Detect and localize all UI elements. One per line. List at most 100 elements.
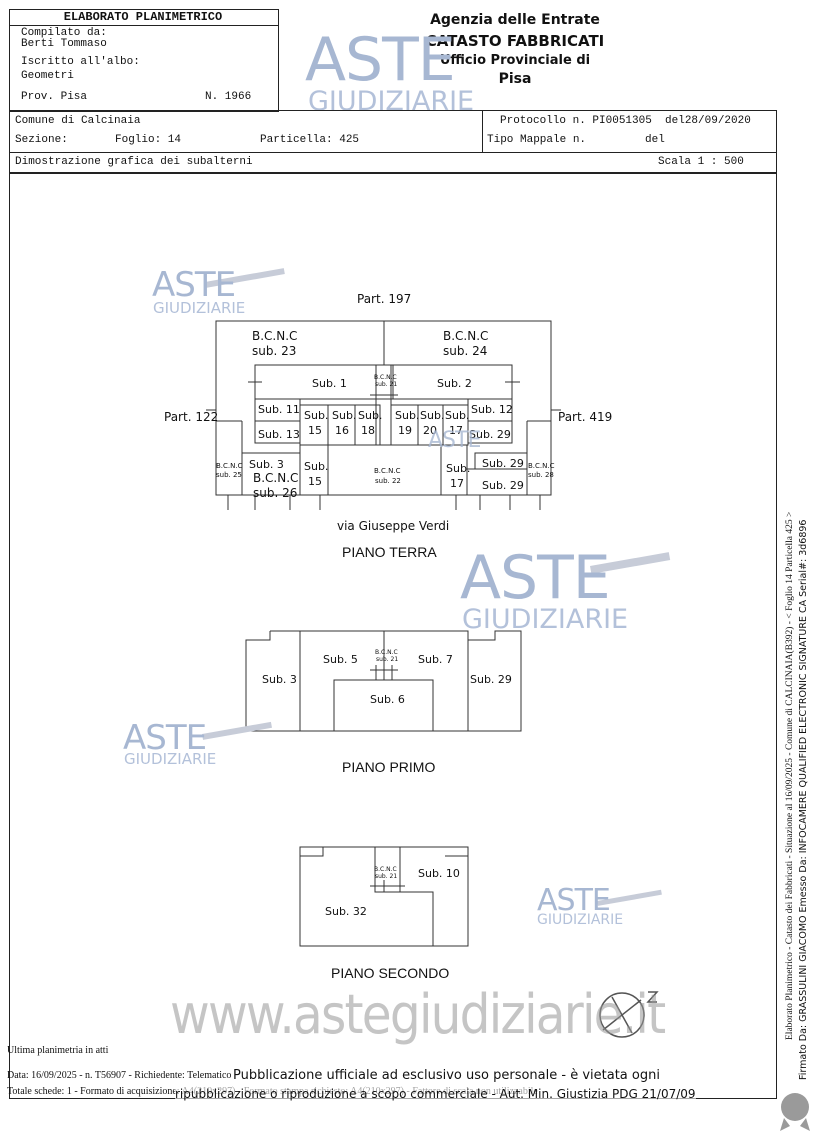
pt-sub-23: sub. 23	[252, 344, 297, 358]
pt-part-right: Part. 419	[558, 410, 613, 424]
pt-sub-1: Sub. 1	[312, 377, 347, 390]
watermark-giudiziarie-1: GIUDIZIARIE	[153, 299, 246, 317]
north-arrow	[599, 991, 659, 1038]
pt-sub-16-label: Sub.	[332, 409, 357, 422]
pt-sub-20-num: 20	[423, 424, 437, 437]
watermark-giudiziarie-3: GIUDIZIARIE	[462, 604, 629, 635]
seal-icon	[780, 1093, 810, 1131]
pt-sub-20-label: Sub.	[420, 409, 445, 422]
pt-sub-28: sub. 28	[528, 471, 554, 479]
pt-part-top: Part. 197	[357, 292, 412, 306]
footer-ultima: Ultima planimetria in atti	[7, 1045, 109, 1056]
pt-sub-2: Sub. 2	[437, 377, 472, 390]
scala-value: Scala 1 : 500	[658, 156, 744, 168]
pt-sub-15b-label: Sub.	[304, 460, 329, 473]
pp-sub-3: Sub. 3	[262, 673, 297, 686]
pt-sub-29-b: Sub. 29	[482, 457, 524, 470]
agency-line3: Ufficio Provinciale di	[439, 53, 591, 68]
pt-sub-29-a: Sub. 29	[469, 428, 511, 441]
pt-sub-12: Sub. 12	[471, 403, 513, 416]
info-vertical-divider	[482, 110, 483, 152]
watermark-aste-4: ASTE	[123, 718, 207, 758]
pt-sub-3: Sub. 3	[249, 458, 284, 471]
pt-bcnc-small: B.C.N.C	[374, 374, 397, 381]
pp-sub-5: Sub. 5	[323, 653, 358, 666]
pt-sub-29-c: Sub. 29	[482, 479, 524, 492]
footer-notice-2: ripubblicazione o riproduzione a scopo c…	[175, 1087, 696, 1101]
footer-data: Data: 16/09/2025 - n. T56907 - Richieden…	[7, 1070, 232, 1081]
pt-sub-17b-num: 17	[450, 477, 464, 490]
watermark-giudiziarie-4: GIUDIZIARIE	[124, 750, 217, 768]
pp-sub-21: sub. 21	[376, 656, 399, 663]
pt-sub-18-num: 18	[361, 424, 375, 437]
pt-sub-17a-label: Sub.	[445, 409, 470, 422]
pt-sub-17a-num: 17	[449, 424, 463, 437]
pt-bcnc-23: B.C.N.C	[252, 329, 298, 343]
watermark-aste-header: ASTE	[305, 25, 456, 95]
compilato-name: Berti Tommaso	[21, 38, 107, 50]
agency-line1: Agenzia delle Entrate	[430, 12, 600, 28]
tipo-mappale-label: Tipo Mappale n.	[487, 134, 587, 146]
piano-terra-title: PIANO TERRA	[342, 544, 437, 560]
info-divider-1	[9, 152, 776, 153]
pt-sub-26: sub. 26	[253, 486, 298, 500]
side-text-1: Elaborato Planimetrico - Catasto dei Fab…	[785, 511, 795, 1040]
pt-sub-22: sub. 22	[375, 477, 401, 485]
prov-value: Prov. Pisa	[21, 91, 88, 103]
pp-sub-7: Sub. 7	[418, 653, 453, 666]
info-table	[9, 110, 777, 174]
pt-bcnc-28: B.C.N.C	[528, 462, 555, 470]
pt-bcnc-24: B.C.N.C	[443, 329, 489, 343]
pt-part-left: Part. 122	[164, 410, 219, 424]
side-text-2: Firmato Da: GRASSULINI GIACOMO Emesso Da…	[798, 519, 809, 1080]
info-divider-2	[9, 172, 776, 173]
protocollo-value: Protocollo n. PI0051305 del28/09/2020	[500, 115, 751, 127]
pt-sub-25: sub. 25	[216, 471, 242, 479]
piano-terra-plan	[206, 320, 561, 510]
iscritto-value: Geometri	[21, 70, 74, 82]
pp-sub-29: Sub. 29	[470, 673, 512, 686]
ps-sub-32: Sub. 32	[325, 905, 367, 918]
title-divider	[9, 25, 278, 26]
watermark-aste-1: ASTE	[152, 265, 236, 305]
iscritto-label: Iscritto all'albo:	[21, 56, 140, 68]
piano-secondo-plan	[299, 846, 469, 947]
pt-bcnc-25: B.C.N.C	[216, 462, 243, 470]
pt-sub-13: Sub. 13	[258, 428, 300, 441]
watermark-aste-2: ASTE	[428, 428, 481, 453]
pt-sub-24: sub. 24	[443, 344, 488, 358]
watermark-aste-5: ASTE	[537, 883, 611, 918]
piano-primo-plan	[245, 630, 522, 732]
ps-sub-10: Sub. 10	[418, 867, 460, 880]
sezione-label: Sezione:	[15, 134, 68, 146]
watermark-aste-3: ASTE	[460, 543, 611, 613]
pt-sub-19-label: Sub.	[395, 409, 420, 422]
dimostrazione-label: Dimostrazione grafica dei subalterni	[15, 156, 253, 168]
ps-bcnc: B.C.N.C	[374, 866, 397, 873]
elaborato-title: ELABORATO PLANIMETRICO	[63, 10, 223, 24]
watermark-website: www.astegiudiziarie.it	[170, 983, 666, 1046]
pt-bcnc-22: B.C.N.C	[374, 467, 401, 475]
footer-notice-1: Pubblicazione ufficiale ad esclusivo uso…	[233, 1068, 660, 1083]
piano-secondo-title: PIANO SECONDO	[331, 965, 450, 981]
pt-sub-19-num: 19	[398, 424, 412, 437]
pt-sub-15-label: Sub.	[304, 409, 329, 422]
agency-line2: CATASTO FABBRICATI	[425, 32, 605, 50]
pt-sub-16-num: 16	[335, 424, 349, 437]
comune-value: Comune di Calcinaia	[15, 115, 141, 127]
pp-bcnc: B.C.N.C	[375, 649, 398, 656]
compilato-label: Compilato da:	[21, 27, 107, 39]
watermark-giudiziarie-5: GIUDIZIARIE	[537, 912, 624, 928]
foglio-value: Foglio: 14	[115, 134, 182, 146]
pt-sub-15b-num: 15	[308, 475, 322, 488]
particella-value: Particella: 425	[260, 134, 360, 146]
pt-sub-18-label: Sub.	[358, 409, 383, 422]
pt-sub-21-small: sub. 21	[375, 381, 398, 388]
pt-bcnc-26: B.C.N.C	[253, 471, 299, 485]
pt-sub-17b-label: Sub.	[446, 462, 471, 475]
numero-value: N. 1966	[205, 91, 252, 103]
gavel-icons	[202, 268, 671, 906]
agency-line4: Pisa	[498, 71, 532, 87]
pp-sub-6: Sub. 6	[370, 693, 405, 706]
